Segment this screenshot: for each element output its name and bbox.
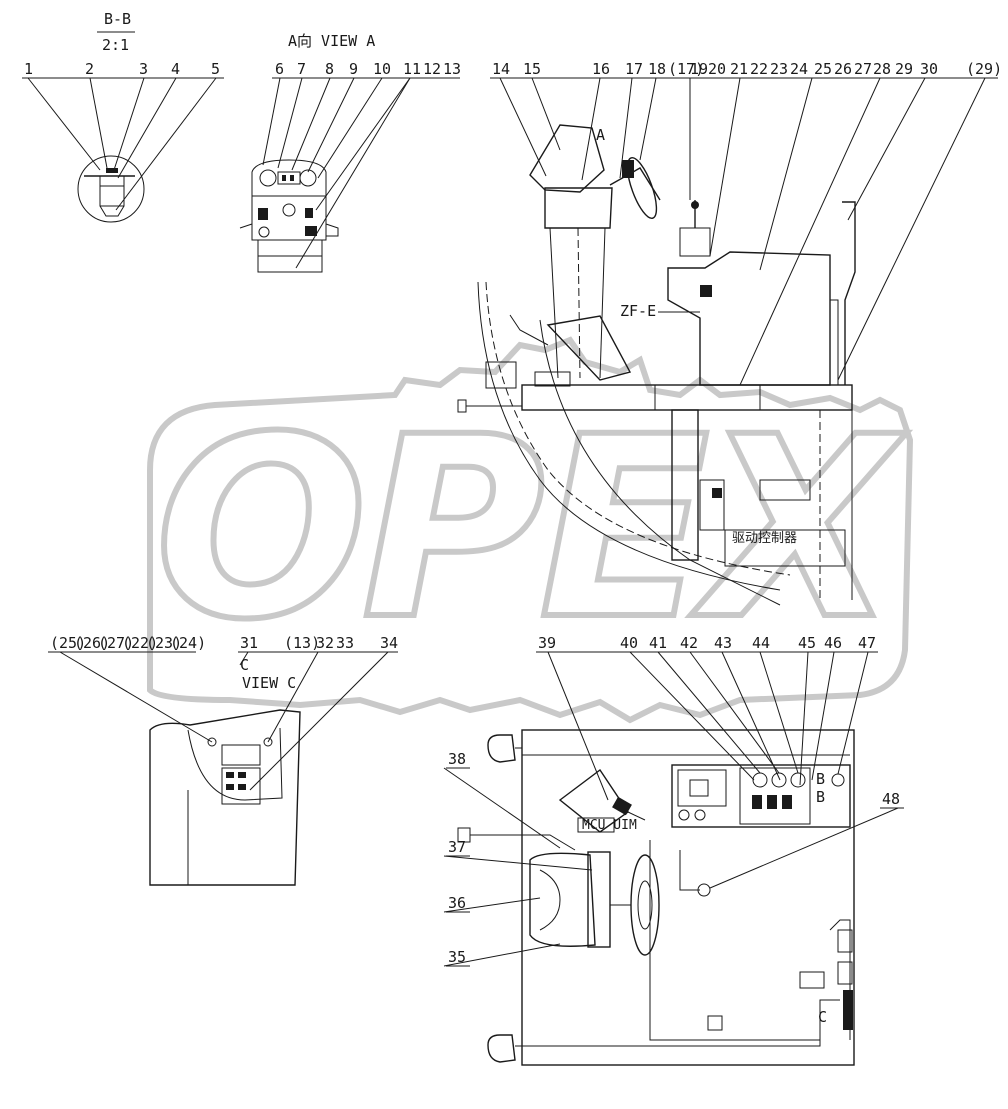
callout-label: 33	[336, 634, 354, 652]
callout-label: 13	[443, 60, 461, 78]
callout-labels: 1 2 3 4 5 6 7 8 9 10 11 12 13 14 15 16 1…	[24, 60, 1002, 966]
callout-label: 5	[211, 60, 220, 78]
callout-label: 8	[325, 60, 334, 78]
callout-label: 26	[834, 60, 852, 78]
callout-label: 25	[814, 60, 832, 78]
callout-label: 1	[24, 60, 33, 78]
callout-label: 31	[240, 634, 258, 652]
callout-label: 45	[798, 634, 816, 652]
zf-label: ZF-E	[620, 302, 656, 320]
callout-label: 41	[649, 634, 667, 652]
callout-label: 36	[448, 894, 466, 912]
callout-label: 23	[770, 60, 788, 78]
callout-label: 29	[895, 60, 913, 78]
callout-label: (24)	[170, 634, 206, 652]
callout-label: 17	[625, 60, 643, 78]
callout-label: 7	[297, 60, 306, 78]
callout-label: 37	[448, 838, 466, 856]
callout-label: 15	[523, 60, 541, 78]
callout-label: 14	[492, 60, 510, 78]
callout-label: 9	[349, 60, 358, 78]
view-c: C VIEW C	[149, 656, 301, 886]
box-label-2: 驱动控制器	[732, 531, 797, 546]
view-a: A向 VIEW A	[239, 32, 375, 273]
callout-label: 28	[873, 60, 891, 78]
callout-label: 32	[316, 634, 334, 652]
view-c-title: VIEW C	[242, 674, 296, 692]
callout-label: 34	[380, 634, 398, 652]
callout-label: 20	[708, 60, 726, 78]
callout-label: (27)	[98, 634, 134, 652]
callout-label: (25)	[50, 634, 86, 652]
callout-label: 2	[85, 60, 94, 78]
detail-circle	[77, 155, 145, 223]
callout-label: 10	[373, 60, 391, 78]
callout-label: 24	[790, 60, 808, 78]
callout-label: 38	[448, 750, 466, 768]
callout-label: 39	[538, 634, 556, 652]
callout-label: 47	[858, 634, 876, 652]
callout-label: 19	[690, 60, 708, 78]
c-marker: C	[818, 1008, 827, 1026]
section-title: B-B	[104, 10, 131, 28]
callout-label: (29)	[966, 60, 1002, 78]
callout-label: 3	[139, 60, 148, 78]
callout-label: (26)	[74, 634, 110, 652]
b-marker-1: B	[816, 770, 825, 788]
callout-label: 44	[752, 634, 770, 652]
callout-label: 43	[714, 634, 732, 652]
section-scale: 2:1	[102, 36, 129, 54]
view-a-marker: A	[596, 126, 605, 144]
callout-underlines	[22, 77, 998, 967]
callout-label: (22)	[122, 634, 158, 652]
callout-label: 16	[592, 60, 610, 78]
callout-label: (23)	[146, 634, 182, 652]
callout-label: 40	[620, 634, 638, 652]
leader-lines	[27, 77, 986, 967]
callout-label: 11	[403, 60, 421, 78]
view-c-letter: C	[240, 656, 249, 674]
callout-label: 4	[171, 60, 180, 78]
callout-label: 35	[448, 948, 466, 966]
callout-label: 27	[854, 60, 872, 78]
callout-label: 30	[920, 60, 938, 78]
callout-label: 18	[648, 60, 666, 78]
callout-label: 6	[275, 60, 284, 78]
section-bb: B-B 2:1	[77, 10, 145, 223]
callout-label: 21	[730, 60, 748, 78]
callout-label: 42	[680, 634, 698, 652]
callout-label: 22	[750, 60, 768, 78]
side-view-assembly: ZF-E 驱动控制器 A	[457, 124, 856, 606]
opex-watermark: OPEX	[147, 336, 916, 724]
view-a-title: A向 VIEW A	[288, 32, 375, 50]
callout-label: 12	[423, 60, 441, 78]
box-label-1: MCU UIM	[582, 818, 637, 833]
plan-view: C B B MCU UIM	[457, 729, 855, 1066]
b-marker-2: B	[816, 788, 825, 806]
watermark-text: OPEX	[155, 383, 907, 674]
callout-label: 46	[824, 634, 842, 652]
callout-label: 48	[882, 790, 900, 808]
callout-label: (17)	[668, 60, 704, 78]
callout-label: (13)	[284, 634, 320, 652]
